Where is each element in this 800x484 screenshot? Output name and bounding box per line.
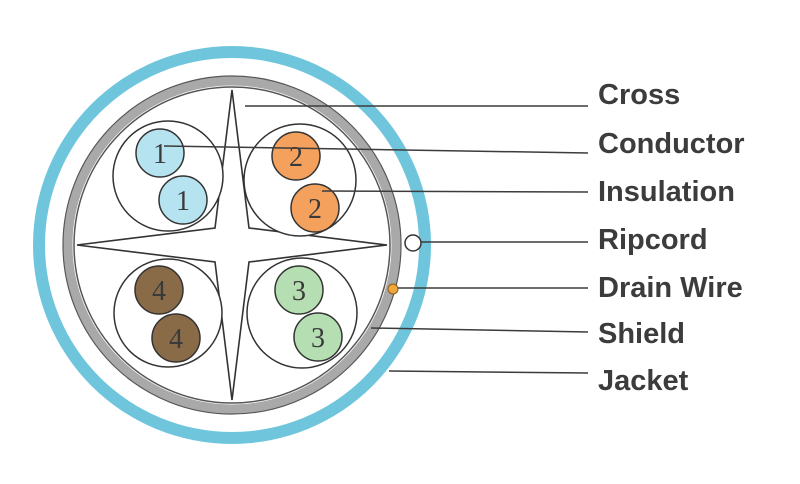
pair-3-number-a: 3 <box>292 276 306 307</box>
leader-insulation <box>321 190 589 193</box>
leader-conductor <box>163 145 589 154</box>
pair-4-conductor-a <box>134 265 184 315</box>
label-drain-wire: Drain Wire <box>598 272 743 304</box>
label-conductor: Conductor <box>598 128 745 160</box>
pair-1-conductor-b <box>158 175 208 225</box>
label-cross: Cross <box>598 79 680 111</box>
pair-1-conductor-a <box>135 128 185 178</box>
pair-4: 4 4 <box>113 258 223 368</box>
leader-lines <box>163 105 589 374</box>
pair-3-number-b: 3 <box>311 323 325 354</box>
pair-3-conductor-a <box>274 265 324 315</box>
pair-1-number-b: 1 <box>176 186 190 217</box>
pair-2-number-b: 2 <box>308 194 322 225</box>
label-jacket: Jacket <box>598 365 689 397</box>
label-insulation: Insulation <box>598 176 735 208</box>
label-ripcord: Ripcord <box>598 224 708 256</box>
pair-2-number-a: 2 <box>289 142 303 173</box>
pair-4-number-b: 4 <box>169 324 183 355</box>
pair-2: 2 2 <box>243 123 357 237</box>
leader-jacket <box>388 370 589 374</box>
pair-3-conductor-b <box>293 312 343 362</box>
drain-wire <box>387 283 399 295</box>
pair-2-conductor-b <box>290 183 340 233</box>
pair-4-number-a: 4 <box>152 276 166 307</box>
ripcord <box>404 234 422 252</box>
pair-1: 1 1 <box>112 120 224 232</box>
shield-outer-edge <box>62 75 402 415</box>
label-shield: Shield <box>598 318 685 350</box>
pair-1-number-a: 1 <box>153 139 167 170</box>
pair-4-conductor-b <box>151 313 201 363</box>
pair-3: 3 3 <box>246 257 358 369</box>
pair-2-conductor-a <box>271 131 321 181</box>
leader-shield <box>370 327 589 333</box>
